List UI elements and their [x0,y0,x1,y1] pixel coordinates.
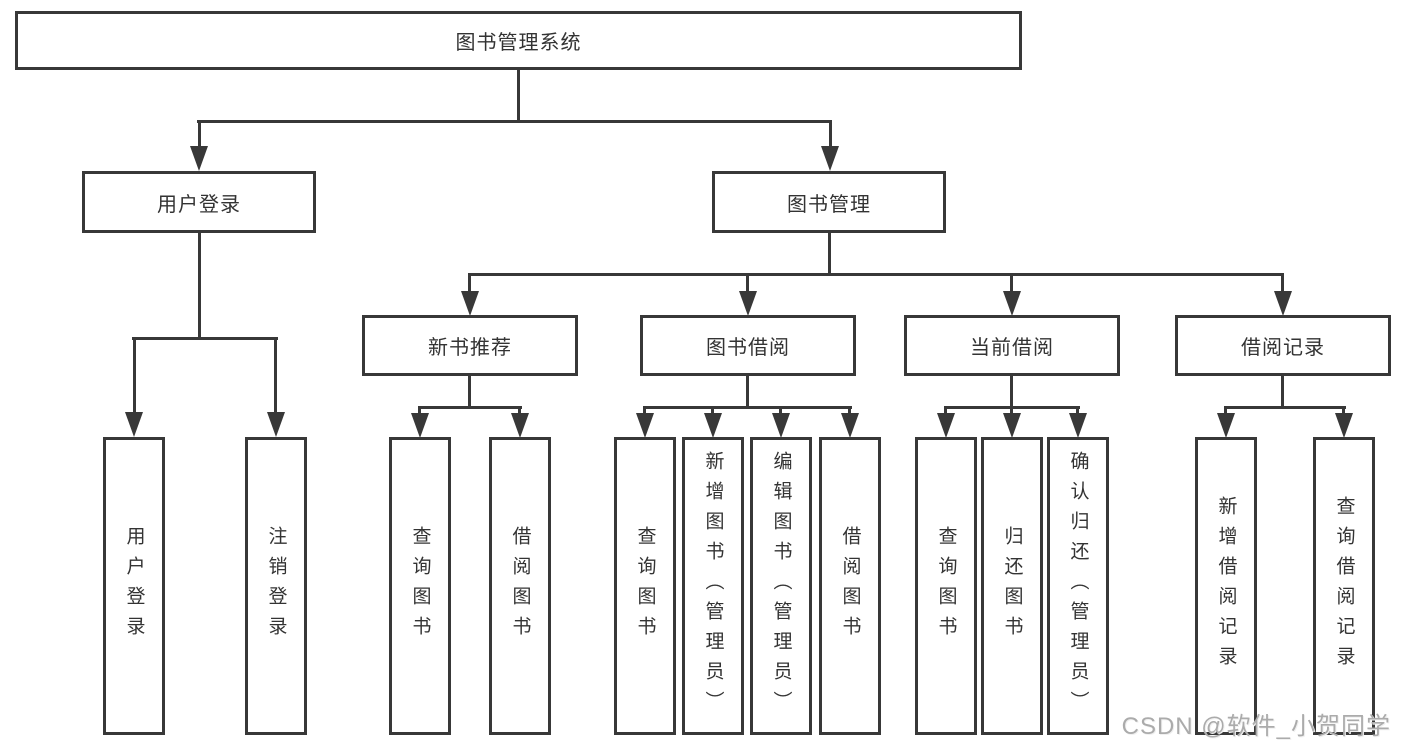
connector-line [1281,273,1284,293]
leaf-query-books-current: 查询图书 [915,437,977,735]
connector-line [828,233,831,275]
node-current-borrowing-label: 当前借阅 [970,337,1054,359]
connector-line [746,273,749,293]
arrow-down-icon [1003,413,1021,438]
connector-line [197,120,832,123]
leaf-query-books-borrowing: 查询图书 [614,437,676,735]
connector-line [198,120,201,148]
connector-line [829,120,832,148]
connector-line [468,273,471,293]
arrow-down-icon [636,413,654,438]
leaf-query-books-recommend: 查询图书 [389,437,451,735]
leaf-query-borrow-record-label: 查询借阅记录 [1333,496,1355,676]
leaf-logout-label: 注销登录 [265,526,287,646]
leaf-edit-books-admin-label: 编辑图书（管理员） [770,451,792,721]
connector-line [518,406,521,415]
connector-line [1224,406,1346,409]
leaf-user-login-label: 用户登录 [123,526,145,646]
connector-line [1010,406,1013,415]
connector-line [418,406,421,415]
leaf-edit-books-admin: 编辑图书（管理员） [750,437,812,735]
arrow-down-icon [267,412,285,437]
connector-line [746,376,749,407]
leaf-confirm-return-admin: 确认归还（管理员） [1047,437,1109,735]
node-new-book-recommend-label: 新书推荐 [428,337,512,359]
arrow-down-icon [772,413,790,438]
leaf-add-books-admin: 新增图书（管理员） [682,437,744,735]
arrow-down-icon [937,413,955,438]
connector-line [944,406,947,415]
csdn-watermark: CSDN @软件_小贺同学 [1121,713,1391,740]
leaf-query-borrow-record: 查询借阅记录 [1313,437,1375,735]
node-book-borrowing-label: 图书借阅 [706,337,790,359]
arrow-down-icon [841,413,859,438]
connector-line [643,406,852,409]
connector-line [198,233,201,337]
connector-line [468,376,471,407]
leaf-query-books-recommend-label: 查询图书 [409,526,431,646]
connector-line [468,273,1284,276]
connector-line [779,406,782,415]
node-borrow-records: 借阅记录 [1175,315,1391,376]
node-book-management: 图书管理 [712,171,946,233]
arrow-down-icon [190,146,208,171]
leaf-add-borrow-record: 新增借阅记录 [1195,437,1257,735]
leaf-borrow-books-recommend-label: 借阅图书 [509,526,531,646]
arrow-down-icon [704,413,722,438]
connector-line [132,337,278,340]
connector-line [418,406,522,409]
leaf-borrow-books-recommend: 借阅图书 [489,437,551,735]
arrow-down-icon [1274,291,1292,316]
node-borrow-records-label: 借阅记录 [1241,337,1325,359]
arrow-down-icon [1003,291,1021,316]
leaf-return-books: 归还图书 [981,437,1043,735]
node-root-label: 图书管理系统 [455,32,582,54]
arrow-down-icon [739,291,757,316]
node-user-login-label: 用户登录 [157,193,241,216]
node-user-login: 用户登录 [82,171,316,233]
arrow-down-icon [461,291,479,316]
node-current-borrowing: 当前借阅 [904,315,1120,376]
node-book-management-label: 图书管理 [787,193,871,216]
leaf-borrow-books-borrowing: 借阅图书 [819,437,881,735]
leaf-user-login: 用户登录 [103,437,165,735]
leaf-confirm-return-admin-label: 确认归还（管理员） [1067,451,1089,721]
connector-line [1342,406,1345,415]
arrow-down-icon [1217,413,1235,438]
node-new-book-recommend: 新书推荐 [362,315,578,376]
connector-line [1010,273,1013,293]
arrow-down-icon [1335,413,1353,438]
arrow-down-icon [125,412,143,437]
arrow-down-icon [411,413,429,438]
node-book-borrowing: 图书借阅 [640,315,856,376]
arrow-down-icon [511,413,529,438]
leaf-borrow-books-borrowing-label: 借阅图书 [839,526,861,646]
connector-line [1076,406,1079,415]
leaf-query-books-borrowing-label: 查询图书 [634,526,656,646]
node-root: 图书管理系统 [15,11,1022,70]
arrow-down-icon [821,146,839,171]
connector-line [274,337,277,414]
connector-line [1281,376,1284,407]
connector-line [643,406,646,415]
connector-line [133,337,136,414]
connector-line [517,70,520,120]
connector-line [1010,376,1013,407]
leaf-query-books-current-label: 查询图书 [935,526,957,646]
leaf-logout: 注销登录 [245,437,307,735]
leaf-return-books-label: 归还图书 [1001,526,1023,646]
connector-line [1224,406,1227,415]
leaf-add-borrow-record-label: 新增借阅记录 [1215,496,1237,676]
connector-line [711,406,714,415]
leaf-add-books-admin-label: 新增图书（管理员） [702,451,724,721]
connector-line [848,406,851,415]
arrow-down-icon [1069,413,1087,438]
